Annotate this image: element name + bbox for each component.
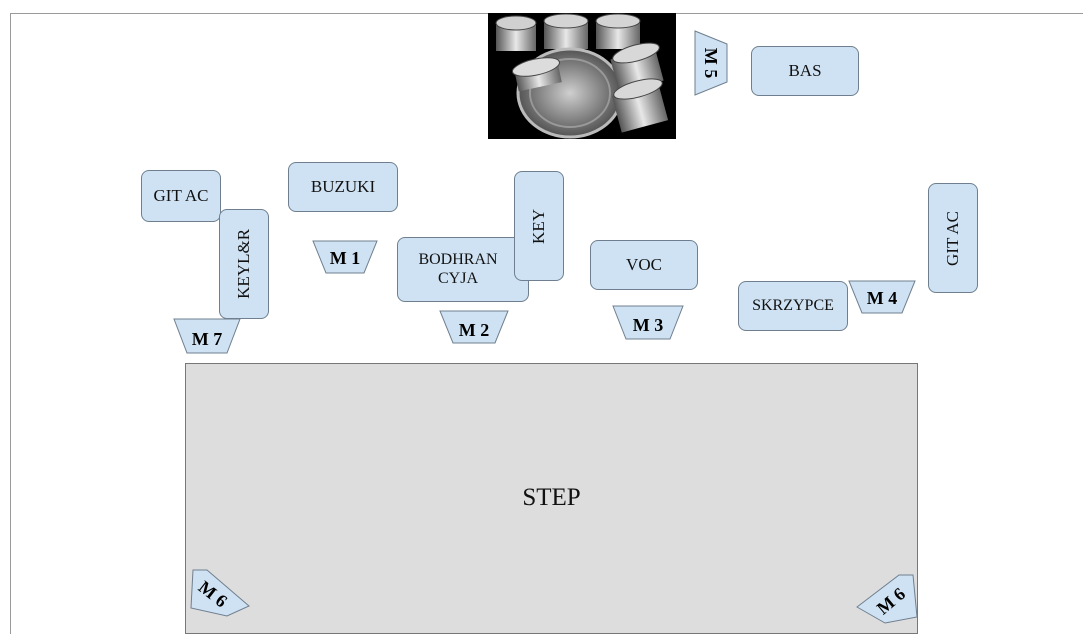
git-ac-left-box: GIT AC <box>141 170 221 222</box>
bodhran-box: BODHRAN CYJA <box>397 237 529 302</box>
bass-box: BAS <box>751 46 859 96</box>
snare <box>511 57 562 92</box>
mic-m3: M 3 <box>612 305 684 340</box>
voc-box: VOC <box>590 240 698 290</box>
voc-label: VOC <box>626 255 662 275</box>
git-ac-right-label: GIT AC <box>943 210 963 266</box>
mic-m4-label: M 4 <box>867 288 898 308</box>
buzuki-box: BUZUKI <box>288 162 398 212</box>
tom-1 <box>495 15 537 51</box>
mic-m3-label: M 3 <box>633 315 664 335</box>
skrzypce-label: SKRZYPCE <box>752 296 834 314</box>
mic-m6-left: M 6 <box>190 569 250 617</box>
bass-label: BAS <box>788 61 822 81</box>
mic-m5: M 5 <box>694 30 728 96</box>
tom-3 <box>595 13 641 49</box>
stage: STEP <box>185 363 918 634</box>
tom-2 <box>543 13 589 49</box>
mic-m2-label: M 2 <box>459 320 490 340</box>
skrzypce-box: SKRZYPCE <box>738 281 848 331</box>
buzuki-label: BUZUKI <box>310 177 376 197</box>
bodhran-label: BODHRAN CYJA <box>418 251 498 287</box>
drum-kit-icon <box>488 13 676 139</box>
key-lr-box: KEY L&R <box>219 209 269 319</box>
mic-m2: M 2 <box>439 310 509 344</box>
key-center-label: KEY <box>529 208 549 244</box>
floor-tom-2 <box>611 78 669 133</box>
key-lr-label: KEY L&R <box>234 229 254 299</box>
mic-m7: M 7 <box>173 318 241 354</box>
mic-m1-label: M 1 <box>330 248 361 268</box>
git-ac-left-label: GIT AC <box>153 186 209 206</box>
mic-m7-label: M 7 <box>192 329 223 349</box>
drum-kit-graphic <box>495 13 669 139</box>
mic-m1: M 1 <box>312 240 378 274</box>
mic-m4: M 4 <box>848 280 916 314</box>
stage-label: STEP <box>522 484 581 511</box>
git-ac-right-box: GIT AC <box>928 183 978 293</box>
key-center-box: KEY <box>514 171 564 281</box>
mic-m6-right: M 6 <box>856 574 918 624</box>
mic-m5-label: M 5 <box>701 48 721 79</box>
